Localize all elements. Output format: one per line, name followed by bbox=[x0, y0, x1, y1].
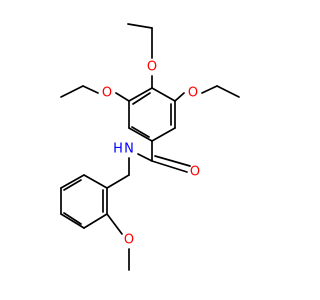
ethoxy-top-oxygen-label: O bbox=[147, 60, 157, 75]
ring2-bond-6 bbox=[83, 174, 108, 189]
top-ethyl-ch3 bbox=[127, 23, 153, 29]
amide-hydrogen-label: H bbox=[113, 142, 123, 157]
ring1-bond-6 bbox=[128, 87, 153, 102]
ring2-double-c bbox=[63, 179, 82, 191]
right-ethyl-ch3 bbox=[216, 85, 240, 98]
carbonyl-oxygen-label: O bbox=[190, 165, 200, 180]
ring1-bond-4 bbox=[128, 127, 153, 142]
ethoxy-left-oxygen-label: O bbox=[102, 86, 112, 101]
chemical-structure: O O O O N H O bbox=[60, 23, 240, 271]
ring2-bond-5 bbox=[60, 174, 85, 189]
left-oxygen-to-ring bbox=[115, 92, 130, 102]
ring2-bond-2 bbox=[83, 213, 108, 229]
amide-nitrogen-label: N bbox=[124, 142, 134, 157]
ring2-bond-3 bbox=[60, 213, 85, 229]
left-ethyl-ch2 bbox=[82, 85, 99, 94]
ring2-double-b bbox=[63, 212, 82, 225]
bond-lines bbox=[60, 23, 240, 271]
ring1-double-c bbox=[132, 92, 151, 105]
ch2-to-ring2 bbox=[106, 174, 130, 189]
right-ethyl-ch2 bbox=[201, 85, 218, 94]
ring2-to-methoxy-oxygen bbox=[106, 213, 123, 235]
ring1-bond-3 bbox=[151, 127, 176, 142]
ring1-double-b bbox=[131, 126, 150, 138]
right-oxygen-to-ring bbox=[174, 92, 185, 102]
carbonyl-double-a bbox=[151, 160, 188, 173]
carbonyl-to-nitrogen bbox=[137, 153, 153, 162]
ethoxy-right-oxygen-label: O bbox=[188, 86, 198, 101]
ring1-bond-1 bbox=[151, 87, 176, 102]
left-ethyl-ch3 bbox=[60, 85, 84, 98]
carbonyl-double-b bbox=[154, 155, 191, 167]
methoxy-oxygen-label: O bbox=[124, 233, 134, 248]
